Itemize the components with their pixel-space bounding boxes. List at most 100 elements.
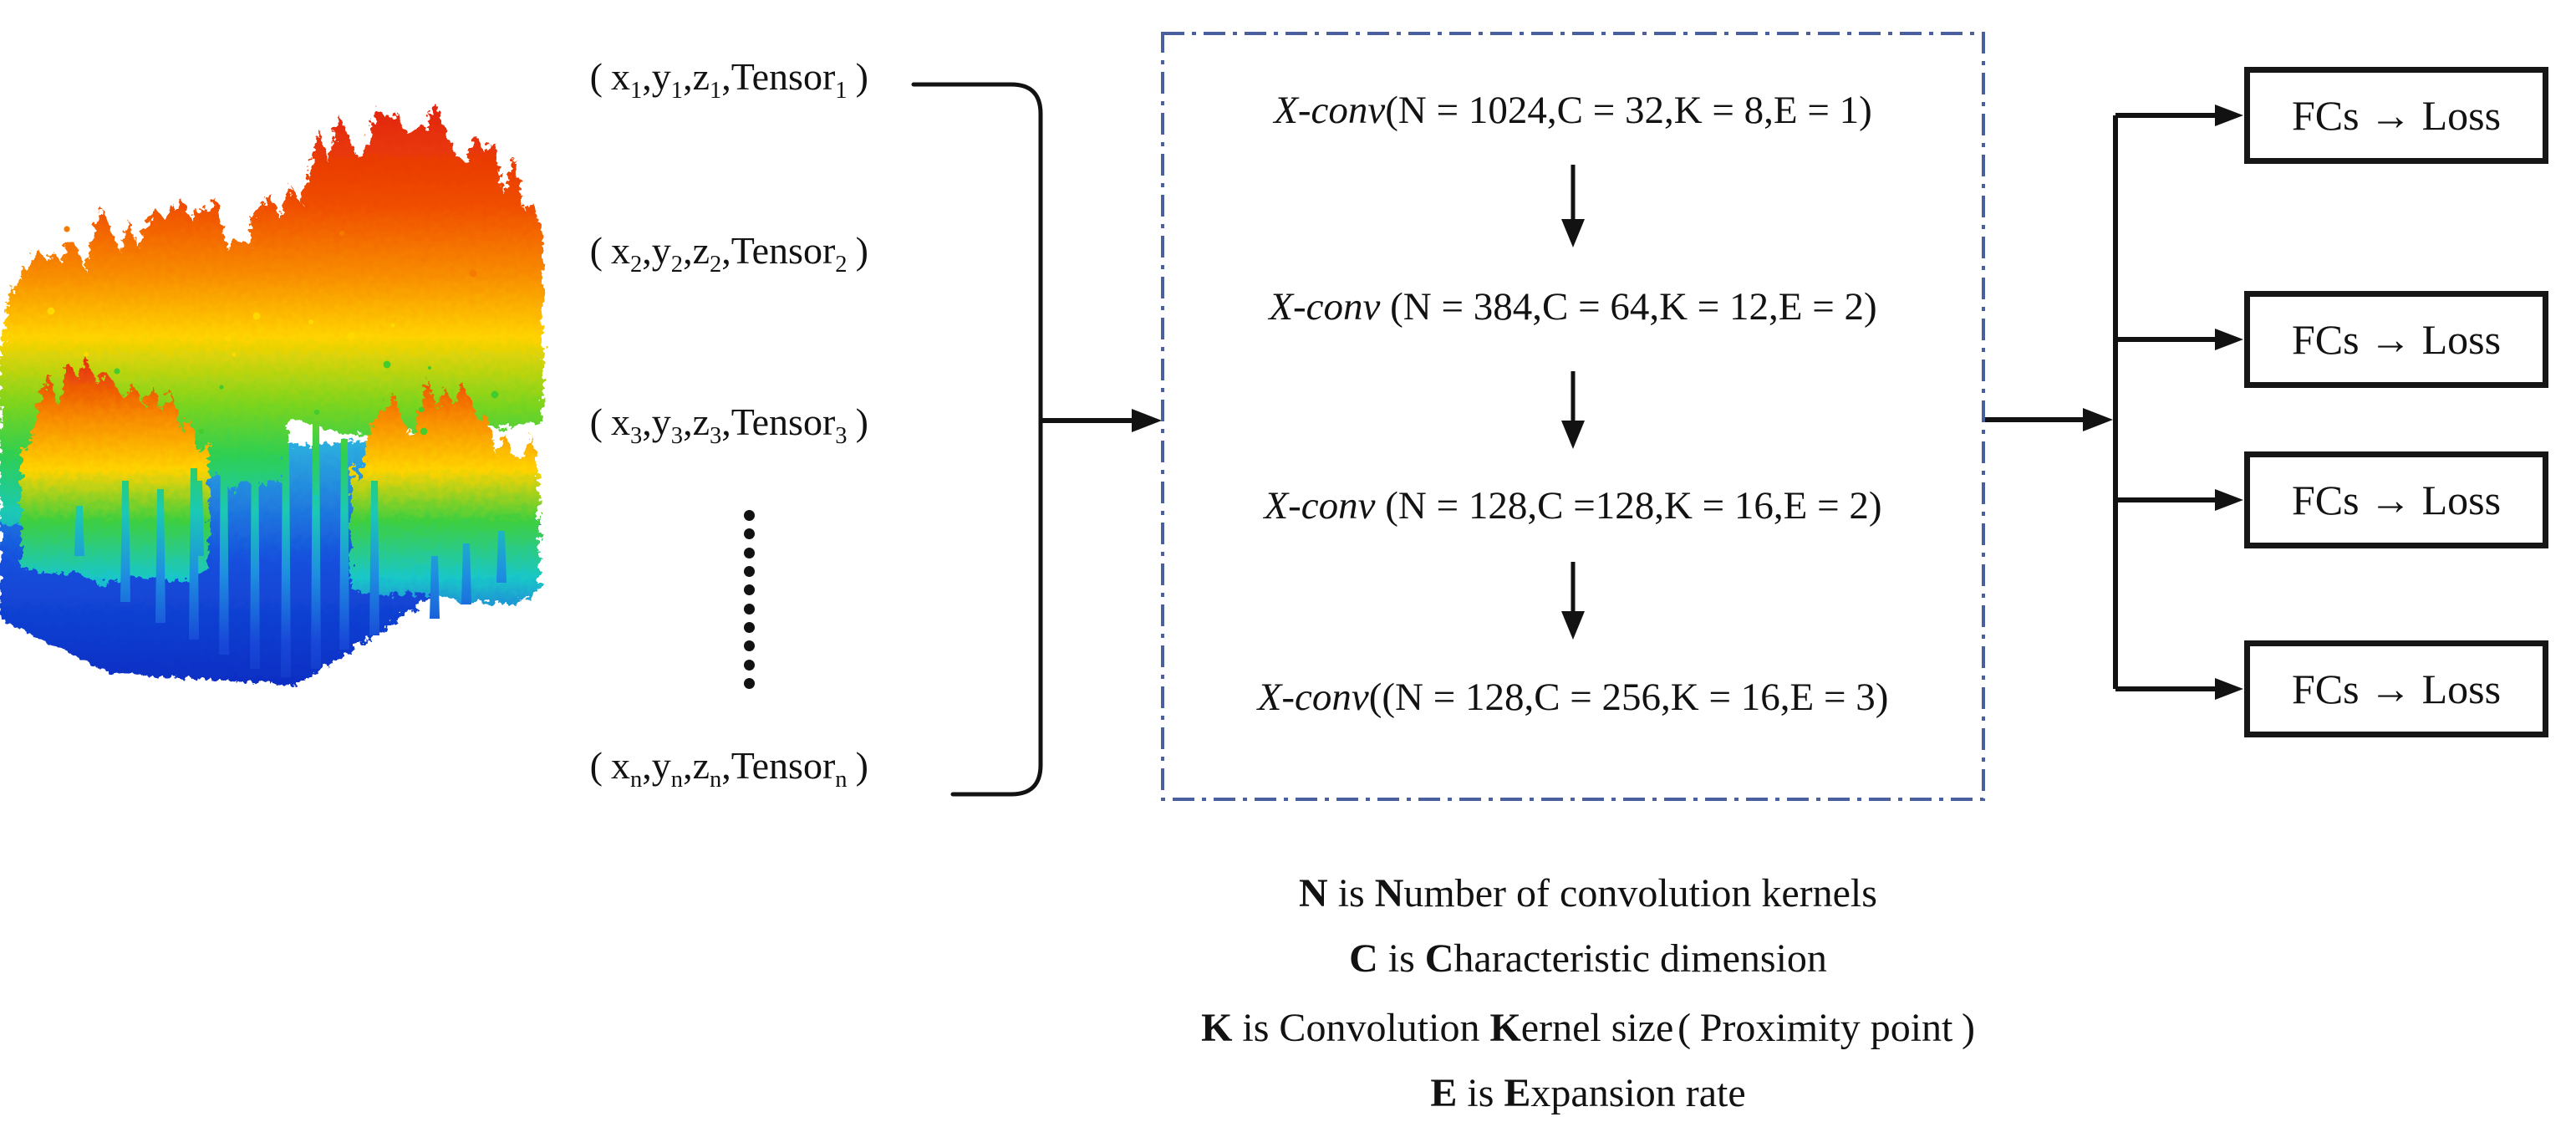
text-segment: ,z (683, 744, 710, 787)
ellipsis-dot (743, 677, 755, 689)
input-tuple-1: (x1,y1,z1,Tensor1) (460, 52, 995, 105)
point-cloud-trees (0, 104, 543, 604)
ellipsis-dot (743, 603, 755, 615)
text-segment: ,y (642, 229, 671, 272)
text-segment: N (1374, 871, 1404, 915)
arrowhead-xconv-3-4 (1561, 611, 1585, 640)
point-speck (64, 226, 70, 232)
text-segment: n (630, 767, 643, 793)
tree-trunk-6 (281, 443, 291, 677)
text-segment: (N = 128,C =128,K = 16,E = 2) (1375, 484, 1882, 528)
tree-trunk-9 (369, 481, 379, 635)
arrowhead-xconv-to-branch (2083, 408, 2113, 431)
ellipsis-dot (743, 528, 755, 540)
point-speck (313, 495, 318, 500)
text-segment: x (611, 229, 631, 272)
point-speck (383, 360, 391, 369)
text-segment: haracteristic dimension (1453, 936, 1827, 981)
text-segment: ) (855, 55, 868, 98)
legend-line-2: C is Characteristic dimension (1045, 931, 2131, 987)
input-tuple-2: (x2,y2,z2,Tensor2) (460, 226, 995, 278)
text-segment: ,Tensor (721, 744, 836, 787)
text-segment: ,Tensor (721, 229, 836, 272)
tree-trunk-2 (155, 489, 165, 623)
text-segment: 3 (835, 423, 848, 450)
point-speck (347, 332, 355, 340)
branch-arrowhead-1 (2215, 105, 2243, 126)
text-segment: ,y (642, 55, 671, 98)
text-segment: x (611, 744, 631, 787)
text-segment: E (1504, 1071, 1531, 1115)
text-segment: ,Tensor (721, 400, 836, 443)
text-segment: X-conv (1269, 285, 1381, 329)
text-segment: ,z (683, 55, 710, 98)
text-segment: Proximity point (1699, 1006, 1953, 1050)
text-segment: ,z (683, 400, 710, 443)
text-segment: 1 (709, 78, 722, 105)
text-segment: x (611, 400, 631, 443)
text-segment: is Convolution (1232, 1006, 1490, 1050)
tree-trunk-14 (74, 506, 84, 556)
ellipsis-dot (743, 584, 755, 596)
text-segment: ) (855, 400, 868, 443)
point-speck (198, 428, 205, 435)
text-segment: X-conv (1264, 484, 1376, 528)
text-segment: ( (1677, 1006, 1692, 1050)
fc-loss-box-4: FCs → Loss (2244, 640, 2548, 737)
tree-canopy-cluster-4 (192, 332, 284, 492)
tree-trunk-8 (339, 439, 349, 650)
text-segment: 2 (670, 252, 684, 278)
point-speck (491, 390, 499, 399)
xconv-layer-1: X-conv(N = 1024,C = 32,K = 8,E = 1) (1170, 84, 1976, 137)
xconv-dashed-box (1161, 32, 1985, 801)
branch-arrows (2115, 105, 2243, 700)
text-segment: C (1424, 936, 1454, 981)
fc-loss-box-3: FCs → Loss (2244, 451, 2548, 548)
fc-loss-label: FCs → Loss (2291, 477, 2502, 523)
text-segment: n (670, 767, 684, 793)
text-segment: ( (589, 229, 603, 272)
arrowhead-xconv-1-2 (1561, 219, 1585, 247)
ellipsis-dot (743, 510, 755, 521)
arrowhead-input-to-xconv (1132, 409, 1162, 432)
tree-trunk-5 (250, 435, 260, 669)
point-speck (469, 269, 477, 278)
legend-line-4: E is Expansion rate (1045, 1066, 2131, 1121)
text-segment: is (1327, 871, 1375, 915)
branch-arrowhead-3 (2215, 489, 2243, 511)
tree-canopy-cluster-1 (251, 104, 543, 436)
text-segment: 1 (630, 78, 643, 105)
text-segment: n (709, 767, 722, 793)
text-segment: umber of convolution kernels (1403, 871, 1877, 915)
xconv-layer-4: X-conv((N = 128,C = 256,K = 16,E = 3) (1170, 671, 1976, 724)
text-segment: ) (855, 744, 868, 787)
point-speck (339, 231, 344, 236)
branch-arrowhead-4 (2215, 678, 2243, 700)
text-segment: X-conv (1274, 89, 1386, 132)
legend-line-3: K is Convolution Kernel size(Proximity p… (1045, 1001, 2131, 1056)
point-speck (219, 385, 224, 390)
text-segment: ,Tensor (721, 55, 836, 98)
arrowhead-xconv-2-3 (1561, 421, 1585, 449)
text-segment: N (1299, 871, 1328, 915)
text-segment: 3 (709, 423, 722, 450)
tree-trunk-4 (219, 447, 229, 655)
text-segment: 2 (630, 252, 643, 278)
text-segment: xpansion rate (1530, 1071, 1746, 1115)
text-segment: ,z (683, 229, 710, 272)
text-segment: C (1349, 936, 1378, 981)
point-speck (427, 365, 432, 370)
tree-canopy-cluster-6 (351, 379, 539, 604)
text-segment: 1 (835, 78, 848, 105)
text-segment: E (1430, 1071, 1458, 1115)
ellipsis-dot (743, 621, 755, 633)
tree-trunk-11 (461, 543, 471, 604)
point-cloud-trunks (74, 422, 507, 677)
point-speck (420, 427, 428, 436)
text-segment: 1 (670, 78, 684, 105)
text-segment: n (835, 767, 848, 793)
text-segment: 2 (835, 252, 848, 278)
point-speck (313, 409, 320, 416)
text-segment: 3 (630, 423, 643, 450)
